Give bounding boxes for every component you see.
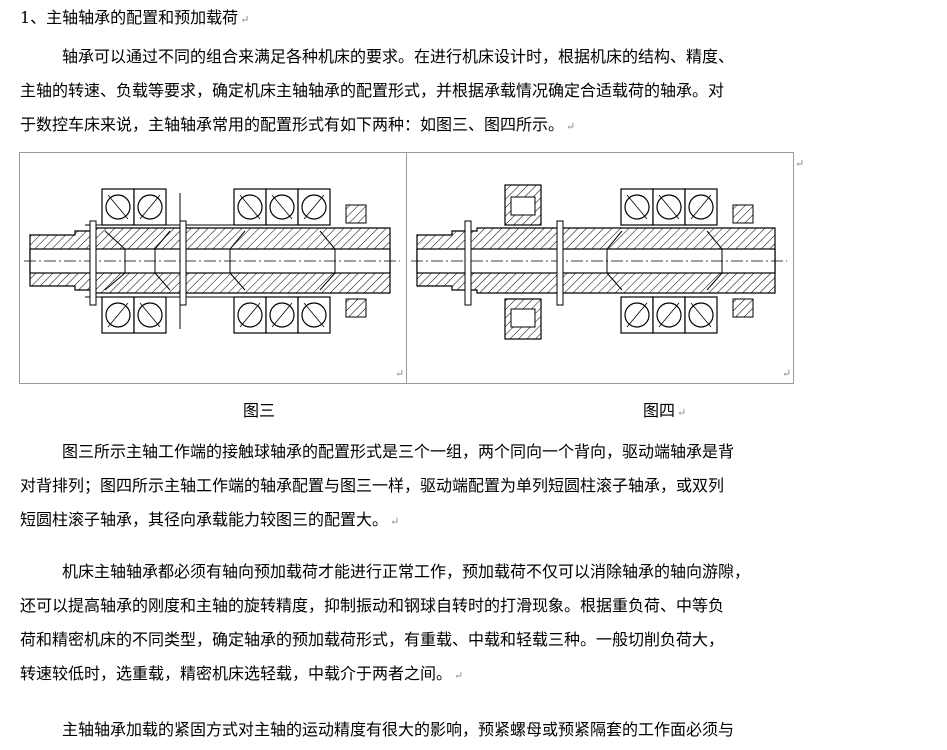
cell-end-mark: ↵ [782,367,792,380]
text-line: 轴承可以通过不同的组合来满足各种机床的要求。在进行机床设计时，根据机床的结构、精… [62,47,735,66]
figure-4-drawing [411,184,787,340]
table-divider [406,153,407,383]
text-line: 对背排列；图四所示主轴工作端的轴承配置与图三一样，驱动端配置为单列短圆柱滚子轴承… [20,476,725,495]
text-line: 于数控车床来说，主轴轴承常用的配置形式有如下两种：如图三、图四所示。↵ [20,115,576,134]
figure-3-caption: 图三 [243,401,276,420]
text-line: 转速较低时，选重载，精密机床选轻载，中载介于两者之间。↵ [20,664,464,683]
row-end-mark: ↵ [795,157,805,170]
intro-paragraph: 轴承可以通过不同的组合来满足各种机床的要求。在进行机床设计时，根据机床的结构、精… [20,40,910,142]
text-line: 还可以提高轴承的刚度和主轴的旋转精度，抑制振动和钢球自转时的打滑现象。根据重负荷… [20,596,725,615]
cell-end-mark: ↵ [395,367,405,380]
text-line: 图三所示主轴工作端的接触球轴承的配置形式是三个一组，两个同向一个背向，驱动端轴承… [62,442,735,461]
paragraph-2: 图三所示主轴工作端的接触球轴承的配置形式是三个一组，两个同向一个背向，驱动端轴承… [20,435,910,537]
figure-3-drawing [24,188,400,334]
text-line: 主轴的转速、负载等要求，确定机床主轴轴承的配置形式，并根据承载情况确定合适载荷的… [20,81,725,100]
text-line: 主轴轴承加载的紧固方式对主轴的运动精度有很大的影响，预紧螺母或预紧隔套的工作面必… [62,720,735,739]
paragraph-4: 主轴轴承加载的紧固方式对主轴的运动精度有很大的影响，预紧螺母或预紧隔套的工作面必… [20,713,910,747]
figure-4-caption: 图四↵ [643,401,687,420]
figure-table: ↵ ↵ [19,152,794,384]
text-line: 荷和精密机床的不同类型，确定轴承的预加载荷形式，有重载、中载和轻载三种。一般切削… [20,630,725,649]
paragraph-3: 机床主轴轴承都必须有轴向预加载荷才能进行正常工作，预加载荷不仅可以消除轴承的轴向… [20,555,910,691]
section-heading: 1、主轴轴承的配置和预加载荷↵ [20,8,250,27]
text-line: 短圆柱滚子轴承，其径向承载能力较图三的配置大。↵ [20,510,400,529]
text-line: 机床主轴轴承都必须有轴向预加载荷才能进行正常工作，预加载荷不仅可以消除轴承的轴向… [62,562,751,581]
